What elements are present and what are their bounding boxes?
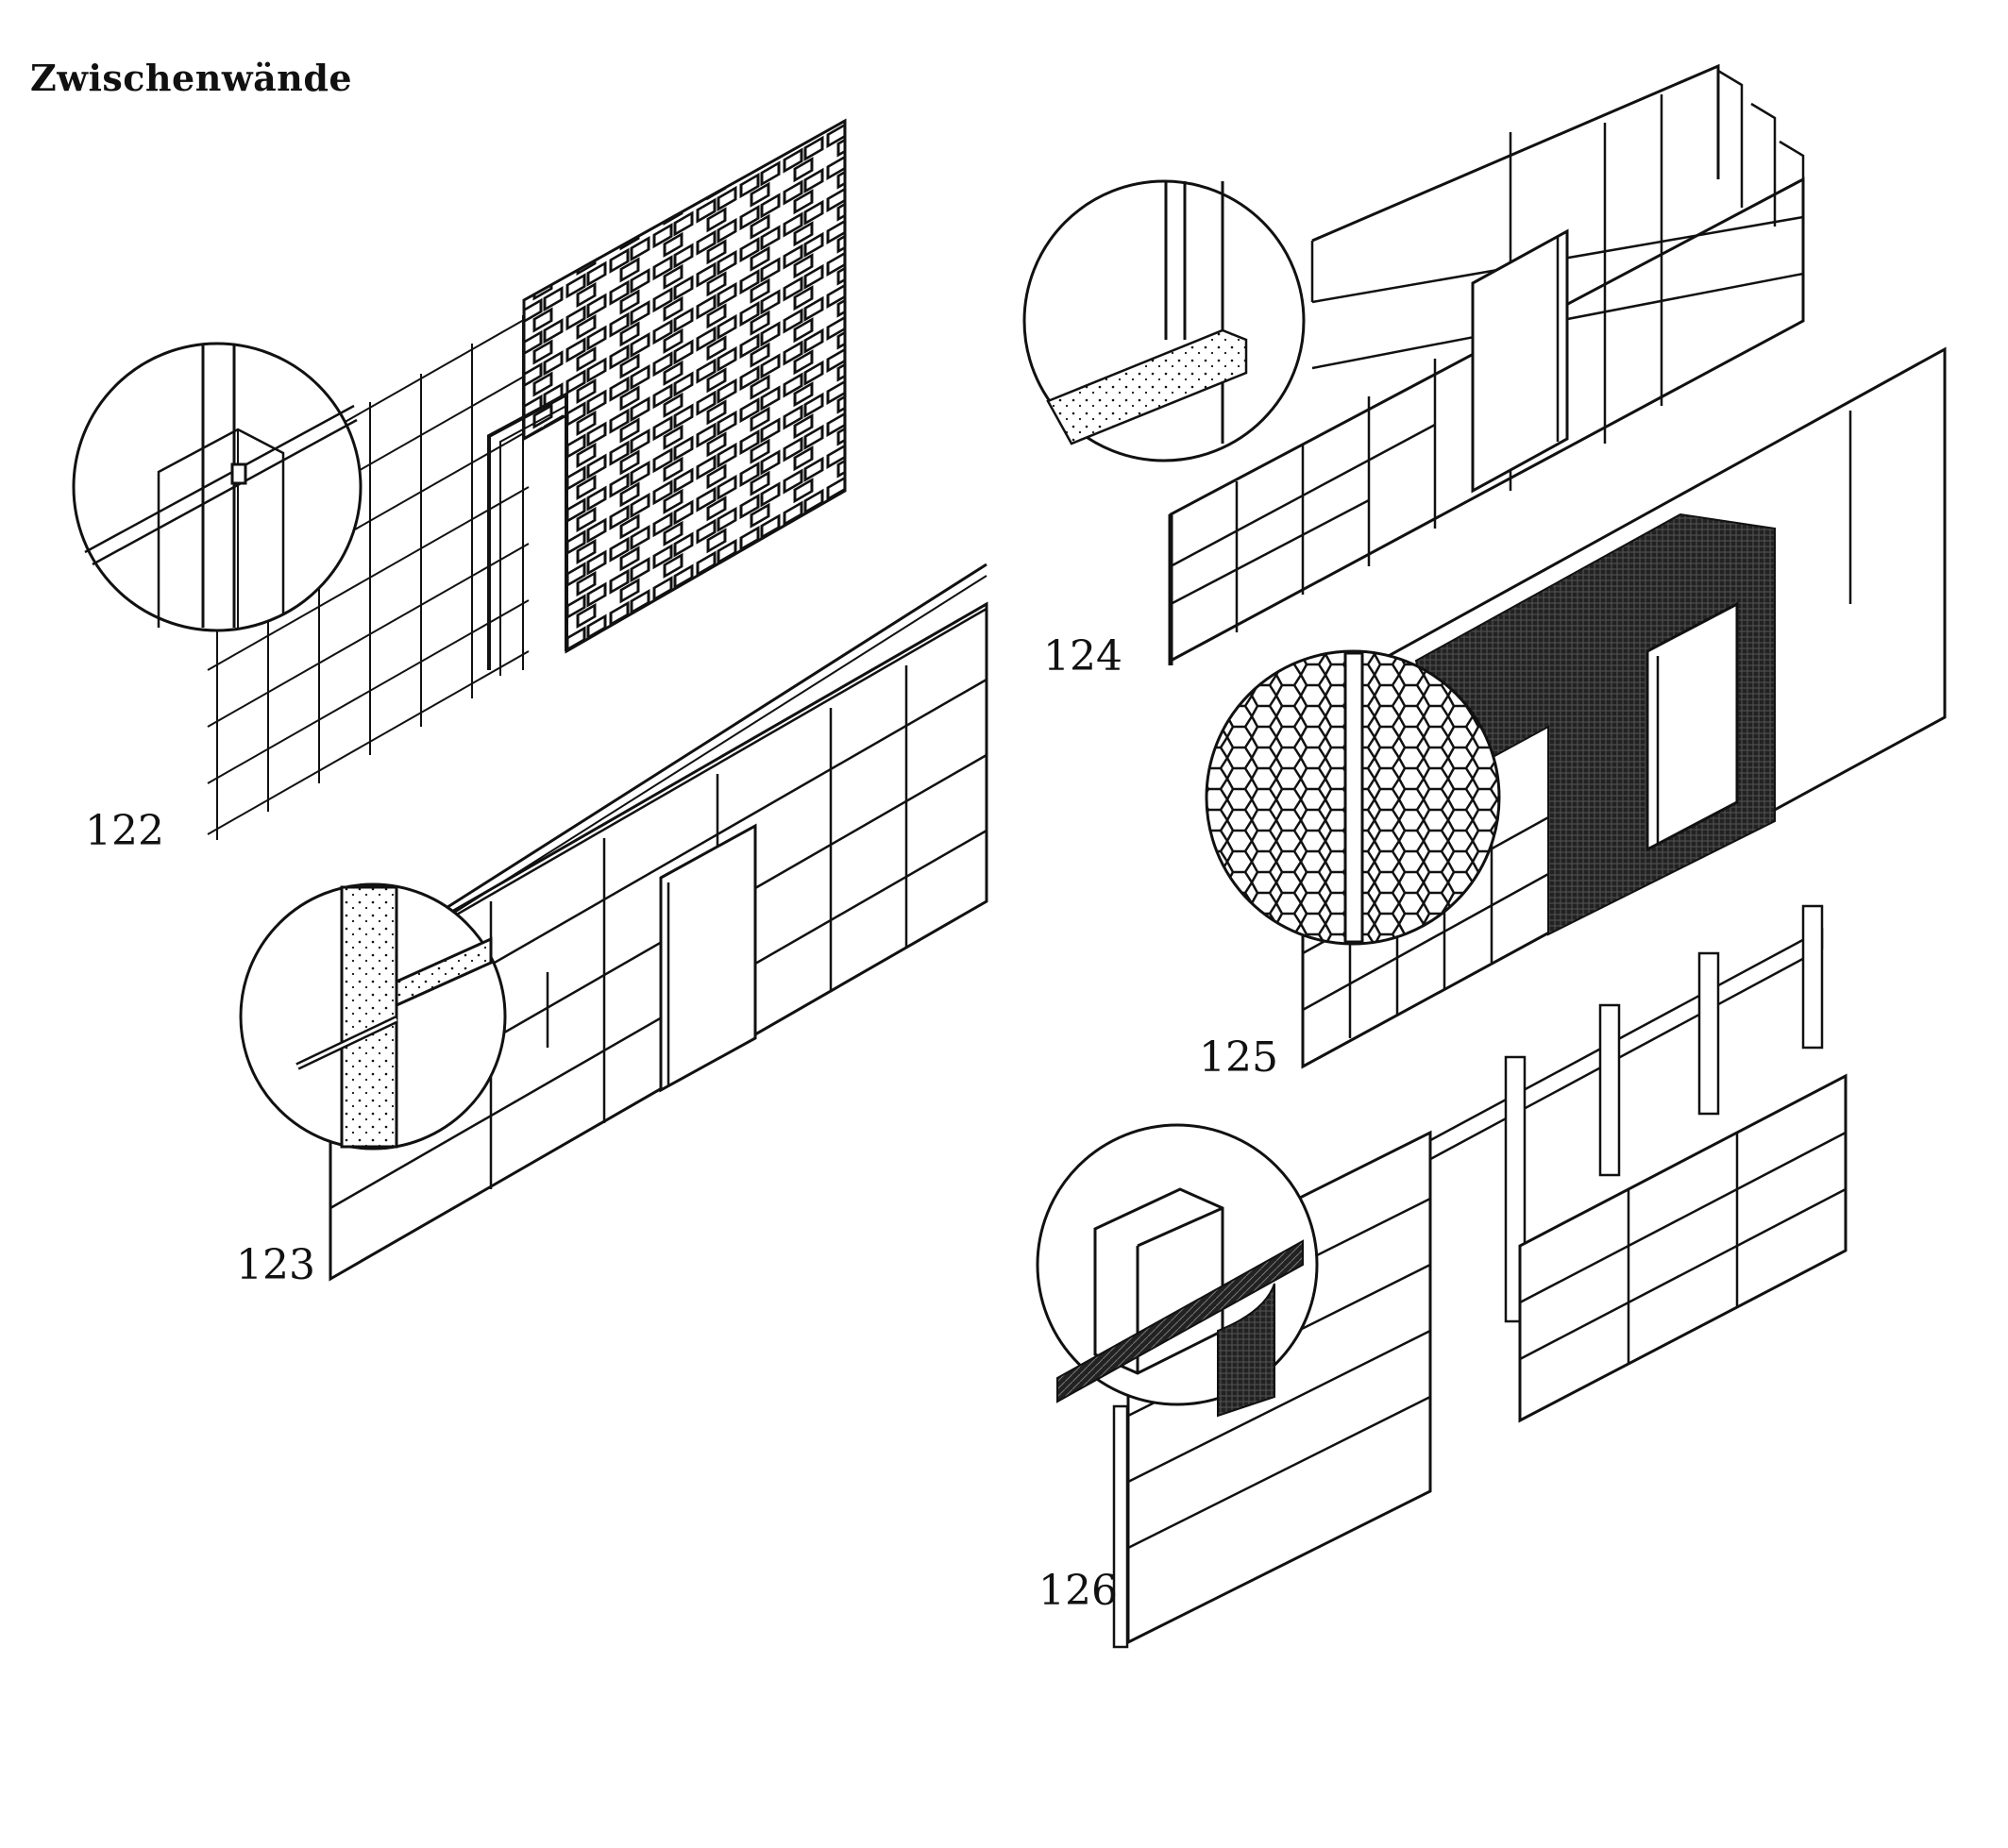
figure-122-detail-circle (74, 344, 361, 630)
figure-122-door-frame (489, 395, 566, 670)
figure-123-block-wall (329, 564, 988, 1282)
figure-123-label: 123 (236, 1241, 315, 1289)
figure-125-label: 125 (1199, 1033, 1278, 1082)
figure-122-brick-panel (522, 118, 847, 654)
figure-122-label: 122 (85, 807, 164, 855)
figure-124-detail-circle (1024, 181, 1304, 461)
figure-125-detail-circle (1206, 651, 1499, 944)
figure-123-detail-circle (241, 884, 505, 1149)
figure-124-panel-wall (1171, 66, 1805, 665)
figure-125-door-opening (1645, 601, 1739, 852)
figure-123-door-opening (659, 823, 757, 1093)
figure-126-detail-circle (1038, 1125, 1317, 1416)
page-title: Zwischenwände (30, 57, 353, 99)
figure-126-label: 126 (1038, 1567, 1118, 1615)
figure-124-label: 124 (1043, 632, 1122, 680)
figure-124-door-opening (1471, 228, 1569, 494)
